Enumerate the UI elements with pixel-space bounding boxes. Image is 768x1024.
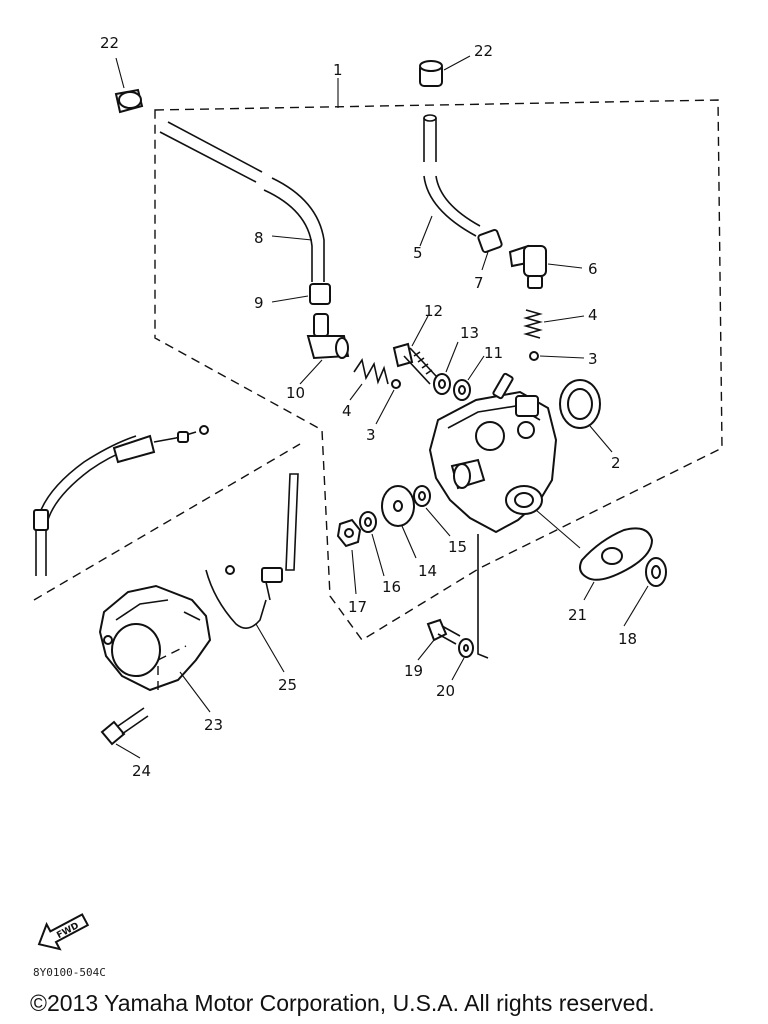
copyright-notice: ©2013 Yamaha Motor Corporation, U.S.A. A… <box>30 990 655 1016</box>
part-4-spring-right <box>523 309 585 339</box>
part-13-washer <box>433 341 459 395</box>
callout-12: 12 <box>424 302 443 320</box>
callout-8: 8 <box>254 229 264 247</box>
callout-16: 16 <box>382 578 401 596</box>
part-2-oil-seal <box>559 379 613 453</box>
callout-6: 6 <box>588 260 598 278</box>
callout-22-right: 22 <box>474 42 493 60</box>
part-16-washer <box>359 511 385 577</box>
fwd-arrow-icon: FWD <box>37 913 90 951</box>
callout-5: 5 <box>413 244 423 262</box>
part-5-hose <box>419 114 481 247</box>
part-9-clamp <box>271 283 331 305</box>
part-23-pump-cover <box>98 584 212 713</box>
callout-19: 19 <box>404 662 423 680</box>
callout-25: 25 <box>278 676 297 694</box>
part-21-gasket <box>579 527 654 601</box>
oil-pump-body <box>428 372 558 659</box>
callout-18: 18 <box>618 630 637 648</box>
part-22-cap-right <box>419 55 471 87</box>
callout-17: 17 <box>348 598 367 616</box>
callout-7: 7 <box>474 274 484 292</box>
callout-3-right: 3 <box>588 350 598 368</box>
callout-14: 14 <box>418 562 437 580</box>
drawing-code: 8Y0100-504C <box>33 966 106 979</box>
part-10-elbow-fitting <box>299 313 350 385</box>
part-20-washer <box>451 638 474 681</box>
callout-10: 10 <box>286 384 305 402</box>
part-7-clamp <box>477 228 503 271</box>
callout-4-right: 4 <box>588 306 598 324</box>
part-19-bolt <box>417 618 461 661</box>
part-8-hose <box>159 121 325 282</box>
callout-2: 2 <box>611 454 621 472</box>
part-24-bolt <box>100 707 149 759</box>
assembly-callout: 1 <box>333 61 343 79</box>
part-11-washer <box>453 355 485 401</box>
callout-22-left: 22 <box>100 34 119 52</box>
callout-23: 23 <box>204 716 223 734</box>
part-25-cable <box>205 473 299 673</box>
cover-dash-line <box>157 645 187 690</box>
part-6-elbow-fitting <box>508 244 583 289</box>
callout-20: 20 <box>436 682 455 700</box>
callout-4-left: 4 <box>342 402 352 420</box>
part-3-ball-right <box>529 351 585 361</box>
part-14-plate <box>381 485 417 559</box>
part-18-washer <box>623 557 667 627</box>
leader-21-to-pump <box>535 509 581 549</box>
part-3-ball-left <box>375 379 401 425</box>
callout-3-left: 3 <box>366 426 376 444</box>
part-15-washer <box>413 485 451 537</box>
callout-11: 11 <box>484 344 503 362</box>
callout-13: 13 <box>460 324 479 342</box>
part-17-nut <box>336 518 362 595</box>
part-12-bolt <box>392 315 437 385</box>
callout-24: 24 <box>132 762 151 780</box>
part-4-spring-left <box>349 357 389 401</box>
callout-21: 21 <box>568 606 587 624</box>
assembly-boundary: 1 <box>154 61 723 641</box>
cable-dash-line <box>33 443 301 601</box>
callout-15: 15 <box>448 538 467 556</box>
part-22-cap-left <box>114 57 144 114</box>
throttle-cable <box>33 425 209 576</box>
callout-9: 9 <box>254 294 264 312</box>
